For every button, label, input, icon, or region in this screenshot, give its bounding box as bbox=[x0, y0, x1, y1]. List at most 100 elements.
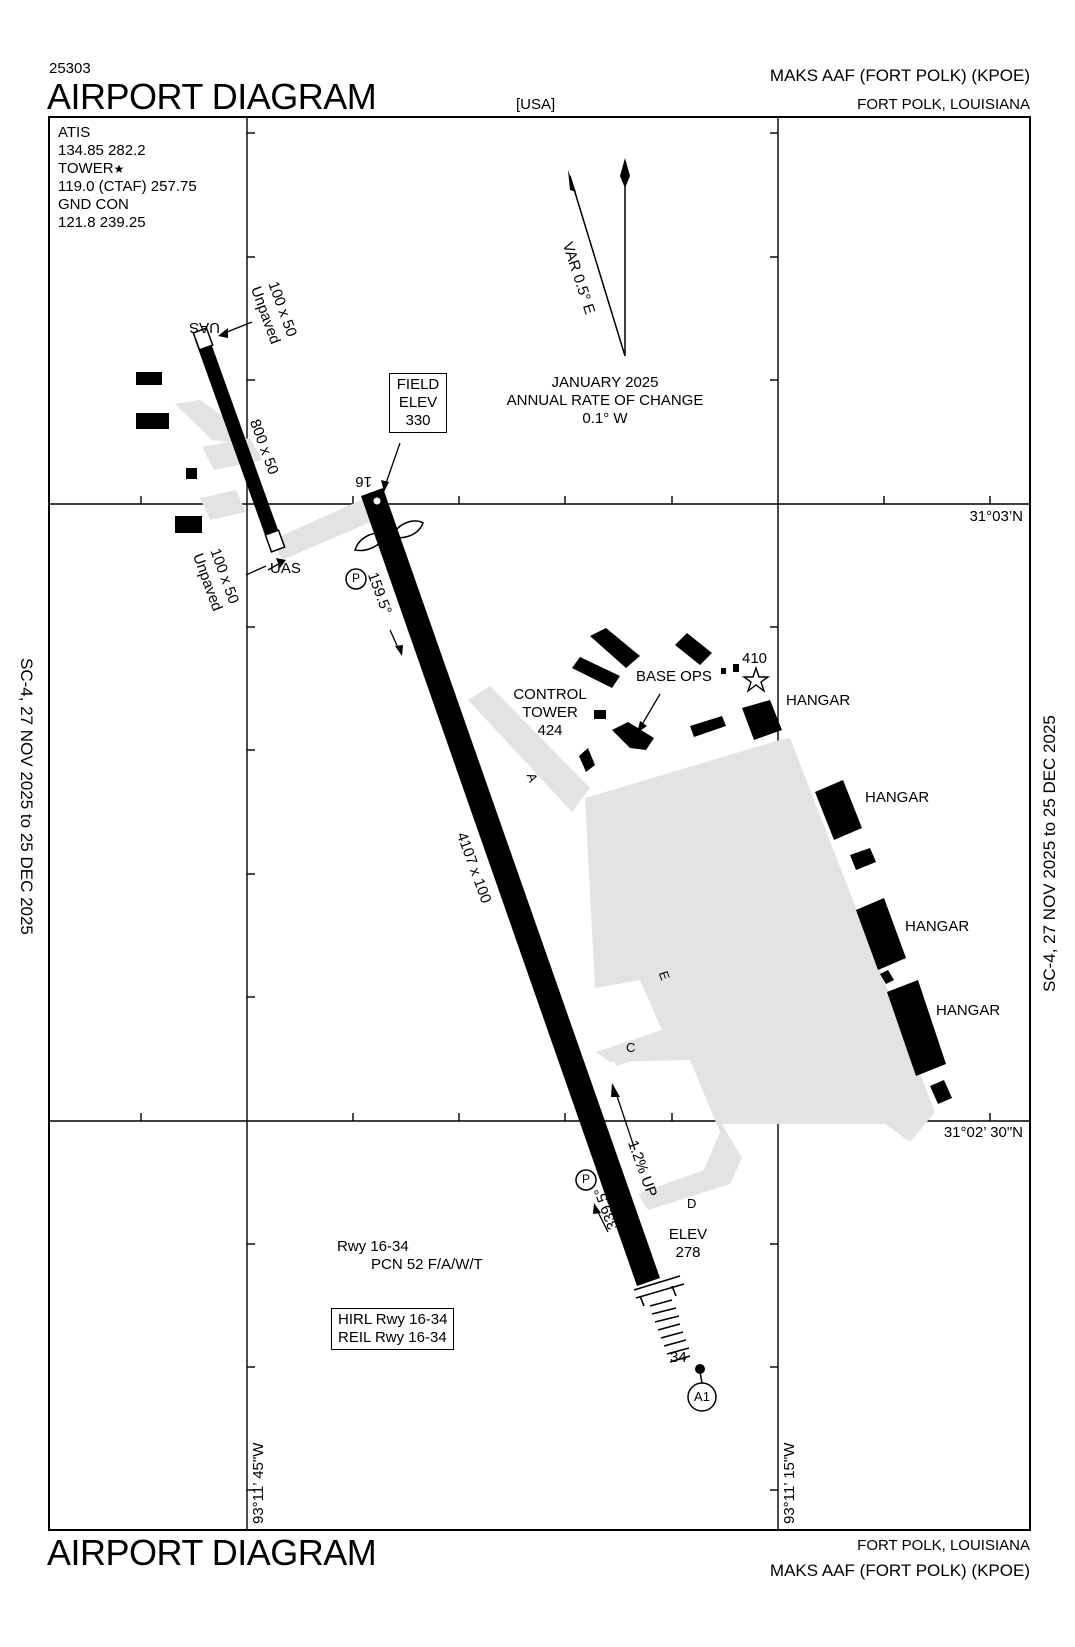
taxiway-connector-uas bbox=[272, 496, 380, 560]
control-tower-label: CONTROL TOWER 424 bbox=[505, 686, 595, 740]
atis-label: ATIS bbox=[58, 124, 91, 141]
mag-rate-label: ANNUAL RATE OF CHANGE bbox=[506, 392, 704, 409]
building-small bbox=[579, 748, 595, 772]
field-elev-leader bbox=[384, 442, 401, 487]
field-elev-l2: ELEV bbox=[398, 394, 438, 411]
parking-icon-south bbox=[575, 1169, 597, 1191]
parking-letter-north: P bbox=[351, 571, 360, 585]
atis-freq: 134.85 282.2 bbox=[58, 142, 146, 159]
hangar-label-4: HANGAR bbox=[936, 1002, 1001, 1019]
city-name: FORT POLK, LOUISIANA bbox=[857, 96, 1030, 113]
taxiway-c-label: C bbox=[626, 1040, 636, 1055]
building-apron-3 bbox=[880, 970, 894, 984]
building-uas-3 bbox=[186, 468, 197, 479]
approach-lights-34 bbox=[633, 1275, 691, 1363]
airport-name: MAKS AAF (FORT POLK) (KPOE) bbox=[769, 66, 1030, 85]
page-title: AIRPORT DIAGRAM bbox=[47, 76, 377, 117]
chart-frame bbox=[48, 116, 1031, 1531]
building-tower bbox=[594, 710, 606, 719]
latitude-top: 31°03’N bbox=[969, 508, 1023, 525]
runway-end-16-label: 16 bbox=[355, 473, 372, 490]
base-ops-pointer-head bbox=[637, 721, 647, 733]
true-north-arrowhead bbox=[620, 158, 630, 188]
uas-runway bbox=[194, 333, 283, 548]
field-elev-l1: FIELD bbox=[396, 376, 440, 393]
hdg-34-arrowhead bbox=[593, 1203, 601, 1214]
runway-info-name: Rwy 16-34 bbox=[337, 1238, 409, 1255]
uas-end-marking-top bbox=[192, 327, 214, 351]
uas-label-top: UAS bbox=[189, 319, 220, 336]
base-ops-label: BASE OPS bbox=[636, 668, 712, 685]
control-tower-l2: TOWER bbox=[522, 704, 578, 721]
runway-info: Rwy 16-34 PCN 52 F/A/W/T bbox=[337, 1238, 483, 1274]
building-ops-3 bbox=[675, 633, 712, 665]
hangar-3 bbox=[856, 898, 906, 970]
building-dot-1 bbox=[721, 668, 726, 674]
obstacle-star-icon bbox=[741, 665, 771, 693]
building-apron-2 bbox=[850, 848, 876, 870]
uas-bottom-pointer-head bbox=[276, 558, 286, 568]
mag-rate: 0.1° W bbox=[582, 410, 628, 427]
slope-arrowhead bbox=[611, 1083, 620, 1097]
taxiway-d-label: D bbox=[687, 1196, 697, 1211]
hangar-label-2: HANGAR bbox=[865, 789, 930, 806]
tower-star-icon: ★ bbox=[113, 162, 125, 176]
main-apron bbox=[585, 738, 935, 1210]
tower-freq: 119.0 (CTAF) 257.75 bbox=[58, 178, 197, 195]
longitude-left: 93°11’ 45"W bbox=[250, 1442, 267, 1524]
hdg-16-arrowhead bbox=[395, 645, 403, 656]
building-apron-4 bbox=[930, 1080, 952, 1104]
uas-strip bbox=[192, 327, 286, 553]
magnetic-info: JANUARY 2025 ANNUAL RATE OF CHANGE 0.1° … bbox=[490, 374, 720, 428]
footer-airport: MAKS AAF (FORT POLK) (KPOE) bbox=[769, 1561, 1030, 1580]
chart-id: 25303 bbox=[49, 60, 91, 77]
runway-end-16-dot bbox=[373, 497, 381, 505]
hirl-label: HIRL Rwy 16-34 bbox=[338, 1311, 448, 1328]
parking-letter-south: P bbox=[581, 1172, 590, 1186]
buildings bbox=[136, 372, 952, 1104]
wind-cone-icon bbox=[354, 520, 424, 552]
building-apron-1 bbox=[690, 716, 726, 737]
hangar-label-3: HANGAR bbox=[905, 918, 970, 935]
uas-top-pointer-head bbox=[218, 328, 228, 338]
uas-end-marking-bottom bbox=[264, 529, 286, 553]
hangar-1 bbox=[742, 700, 782, 740]
parking-symbols bbox=[345, 568, 597, 1191]
side-label-left: SC-4, 27 NOV 2025 to 25 DEC 2025 bbox=[17, 658, 36, 935]
magnetic-north-arrowhead bbox=[568, 170, 576, 192]
magnetic-north-line bbox=[569, 175, 626, 357]
frequencies-block: ATIS 134.85 282.2 TOWER★ 119.0 (CTAF) 25… bbox=[58, 124, 197, 232]
elev-label: ELEV bbox=[668, 1226, 708, 1243]
parking-icon-north bbox=[345, 568, 367, 590]
obstacle-elev: 410 bbox=[742, 650, 768, 667]
taxiway-c bbox=[610, 1035, 666, 1066]
control-tower-elev: 424 bbox=[537, 722, 563, 739]
gnd-freq: 121.8 239.25 bbox=[58, 214, 146, 231]
building-ops-2 bbox=[572, 657, 620, 688]
runway-lighting-box: HIRL Rwy 16-34 REIL Rwy 16-34 bbox=[331, 1308, 455, 1350]
runway-16-34 bbox=[361, 488, 660, 1286]
gnd-label: GND CON bbox=[58, 196, 129, 213]
building-uas-1 bbox=[136, 372, 162, 385]
hot-spot-dot bbox=[695, 1364, 705, 1374]
reil-label: REIL Rwy 16-34 bbox=[338, 1329, 447, 1346]
building-uas-2 bbox=[136, 413, 169, 429]
control-tower-l1: CONTROL bbox=[513, 686, 587, 703]
hangar-2 bbox=[815, 780, 862, 840]
longitude-right: 93°11’ 15"W bbox=[781, 1442, 798, 1524]
field-elev-leader-arrowhead bbox=[381, 480, 389, 492]
uas-apron-top bbox=[175, 400, 242, 444]
country-label: [USA] bbox=[516, 96, 556, 113]
mag-date: JANUARY 2025 bbox=[551, 374, 659, 391]
runway-surface bbox=[361, 488, 660, 1286]
latitude-bottom: 31°02’ 30"N bbox=[943, 1124, 1023, 1141]
tower-label: TOWER bbox=[58, 160, 114, 177]
tower-row: TOWER★ bbox=[58, 160, 197, 178]
taxiway-a bbox=[468, 686, 590, 812]
uas-bottom-pointer-1 bbox=[245, 565, 267, 576]
hangar-4 bbox=[887, 980, 946, 1076]
base-ops-pointer bbox=[639, 693, 661, 729]
north-arrows bbox=[568, 158, 630, 357]
building-uas-4 bbox=[175, 516, 202, 533]
